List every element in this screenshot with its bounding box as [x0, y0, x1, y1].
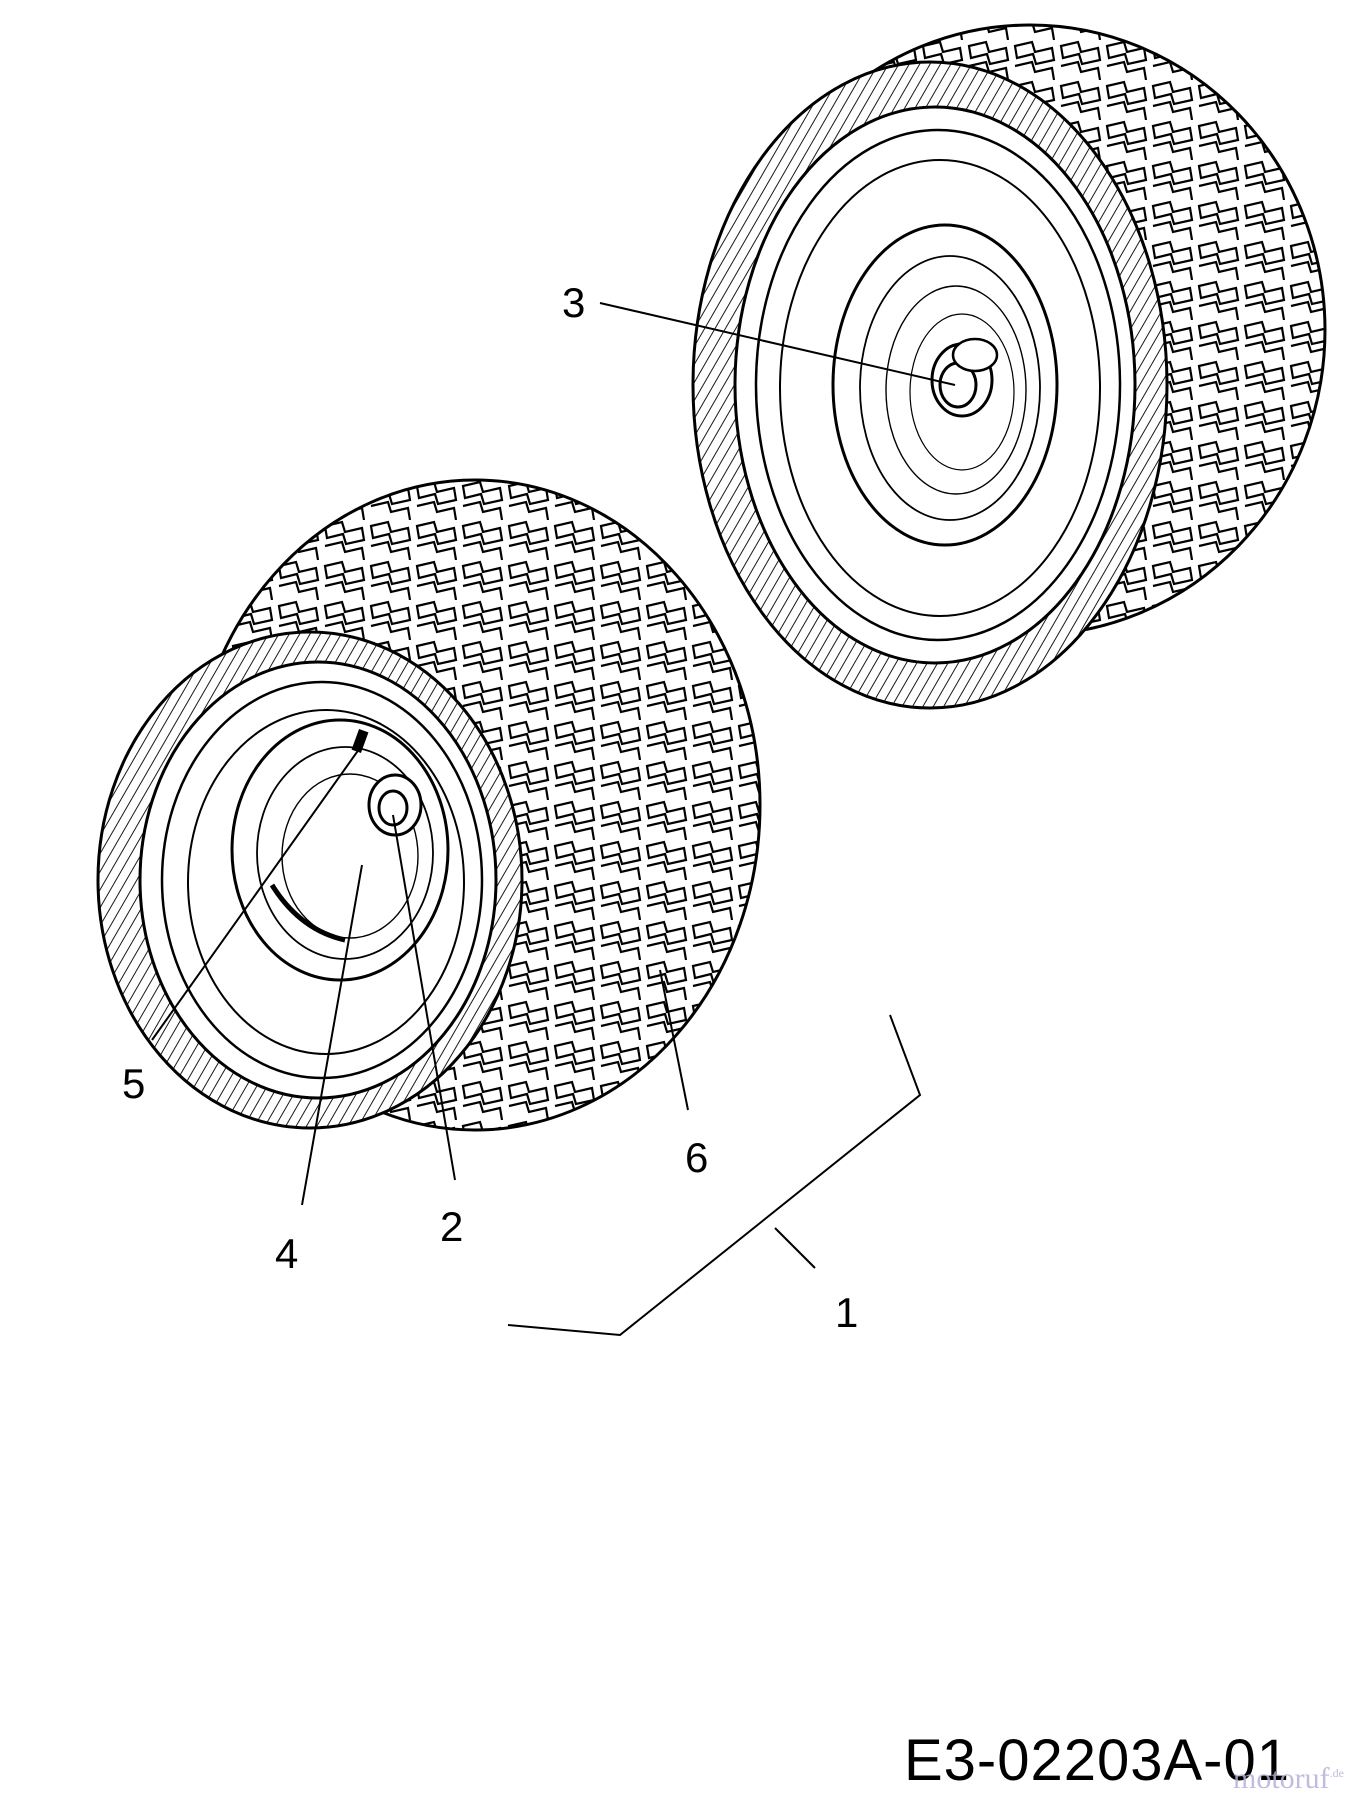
- callout-3: 3: [562, 279, 586, 326]
- leader-line-4: [301, 864, 363, 1206]
- bracket-1: [507, 1014, 922, 1337]
- callout-6: 6: [685, 1134, 709, 1181]
- leader-line-6: [659, 969, 689, 1111]
- watermark-logo: motoruf.de: [1233, 1762, 1344, 1795]
- rear-wheel: [691, 23, 1327, 710]
- leader-line-1: [774, 1227, 816, 1269]
- leader-line-3: [599, 302, 956, 386]
- callout-1: 1: [835, 1289, 859, 1336]
- leader-lines: [151, 302, 956, 1337]
- drawing-number: E3-02203A-01: [903, 1728, 1290, 1793]
- callout-2: 2: [440, 1203, 464, 1250]
- callout-4: 4: [275, 1230, 299, 1277]
- leader-line-2: [392, 814, 456, 1181]
- front-wheel: [96, 478, 762, 1132]
- callout-5: 5: [122, 1060, 146, 1107]
- leader-line-5: [151, 744, 363, 1041]
